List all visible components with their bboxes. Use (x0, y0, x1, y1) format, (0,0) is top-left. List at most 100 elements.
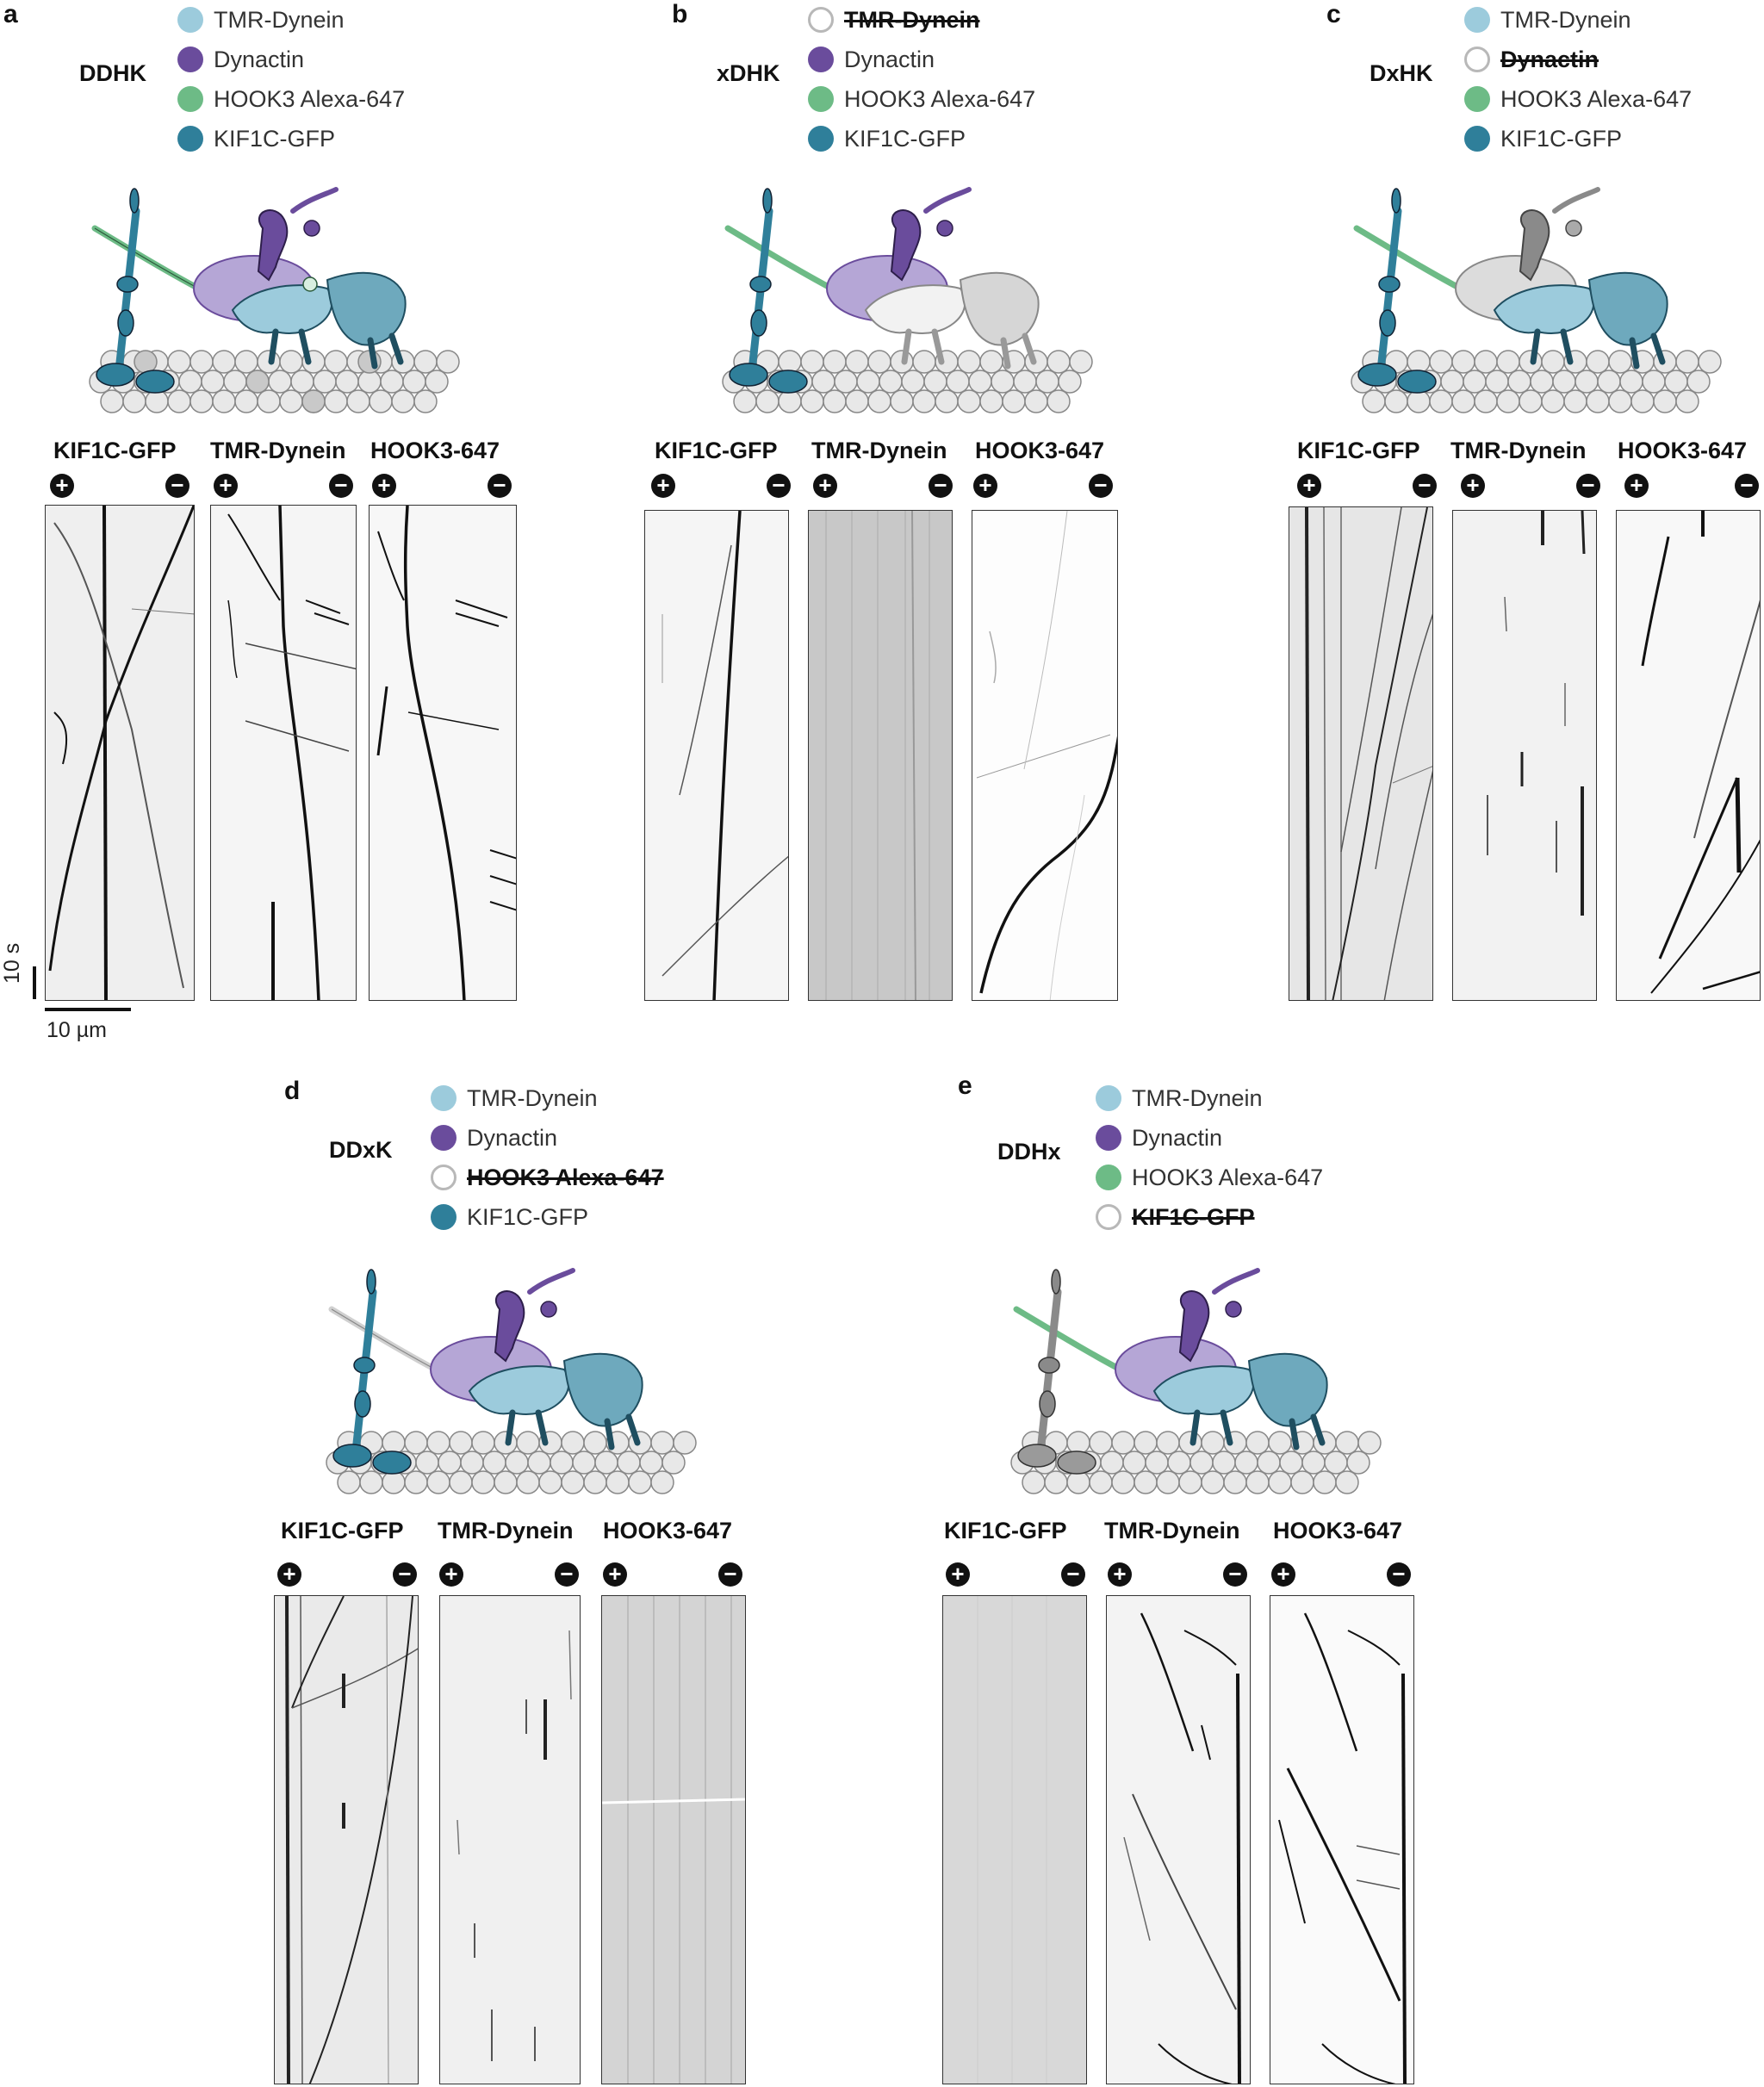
empty-dot-icon (431, 1165, 457, 1190)
channel-title: KIF1C-GFP (281, 1518, 404, 1544)
plus-end-icon: + (1297, 474, 1321, 498)
kymograph-dynein (808, 510, 953, 1001)
channel-title: KIF1C-GFP (944, 1518, 1067, 1544)
legend-label: TMR-Dynein (1500, 6, 1631, 33)
minus-end-icon: − (393, 1562, 417, 1587)
legend-item-dynein: TMR-Dynein (808, 0, 1035, 40)
legend-item-dynein: TMR-Dynein (177, 0, 405, 40)
legend-item-dynein: TMR-Dynein (1464, 0, 1692, 40)
minus-end-icon: − (488, 474, 512, 498)
minus-end-icon: − (1413, 474, 1437, 498)
condition-label: xDHK (717, 60, 780, 86)
panel-letter: c (1326, 0, 1341, 28)
kymograph-kif1c (45, 505, 195, 1001)
legend-item-kif1c: KIF1C-GFP (1096, 1197, 1323, 1237)
panel-letter: a (3, 0, 18, 28)
kymograph-kif1c (1289, 506, 1433, 1001)
kymograph-hook3 (601, 1595, 746, 2084)
complex-schematic-icon (1010, 1268, 1382, 1494)
panel-letter: b (672, 0, 688, 28)
legend-label: Dynactin (844, 46, 935, 72)
channel-title: HOOK3-647 (603, 1518, 733, 1544)
channel-title: TMR-Dynein (438, 1518, 574, 1544)
minus-end-icon: − (165, 474, 189, 498)
minus-end-icon: − (1223, 1562, 1247, 1587)
legend-label: HOOK3 Alexa-647 (1500, 85, 1693, 112)
legend-label: KIF1C-GFP (467, 1203, 589, 1230)
kymograph-kif1c (274, 1595, 419, 2084)
legend-item-dynactin: Dynactin (431, 1118, 664, 1158)
time-scale-bar (33, 966, 36, 999)
plus-end-icon: + (1461, 474, 1485, 498)
hook3-dot-icon (177, 86, 203, 112)
minus-end-icon: − (1576, 474, 1600, 498)
minus-end-icon: − (929, 474, 953, 498)
legend-label: Dynactin (467, 1124, 558, 1151)
legend: TMR-Dynein Dynactin HOOK3 Alexa-647 KIF1… (177, 0, 405, 158)
kymograph-dynein (210, 505, 357, 1001)
kymograph-dynein (1452, 510, 1597, 1001)
channel-title: KIF1C-GFP (655, 438, 778, 463)
legend-label: KIF1C-GFP (1500, 125, 1623, 152)
legend: TMR-Dynein Dynactin HOOK3 Alexa-647 KIF1… (1096, 1078, 1323, 1237)
dynein-dot-icon (1096, 1085, 1121, 1111)
plus-end-icon: + (813, 474, 837, 498)
legend-item-kif1c: KIF1C-GFP (177, 119, 405, 158)
condition-label: DDHx (997, 1139, 1061, 1165)
kymograph-kif1c (942, 1595, 1087, 2084)
empty-dot-icon (1096, 1204, 1121, 1230)
condition-label: DDxK (329, 1137, 393, 1163)
kymograph-kif1c (644, 510, 789, 1001)
dynactin-dot-icon (808, 47, 834, 72)
legend-item-hook3: HOOK3 Alexa-647 (1096, 1158, 1323, 1197)
legend-label: KIF1C-GFP (214, 125, 336, 152)
kymograph-hook3 (369, 505, 517, 1001)
kif1c-dot-icon (808, 126, 834, 152)
kymograph-hook3 (1270, 1595, 1414, 2084)
dynein-dot-icon (1464, 7, 1490, 33)
legend-label: HOOK3 Alexa-647 (467, 1164, 664, 1190)
legend-item-hook3: HOOK3 Alexa-647 (808, 79, 1035, 119)
dynein-dot-icon (431, 1085, 457, 1111)
legend-label: TMR-Dynein (214, 6, 345, 33)
channel-title: HOOK3-647 (975, 438, 1105, 463)
dynein-dot-icon (177, 7, 203, 33)
channel-title: HOOK3-647 (1618, 438, 1748, 463)
plus-end-icon: + (1108, 1562, 1132, 1587)
dynactin-dot-icon (1096, 1125, 1121, 1151)
channel-title: TMR-Dynein (1450, 438, 1587, 463)
condition-label: DxHK (1370, 60, 1433, 86)
channel-title: KIF1C-GFP (1297, 438, 1420, 463)
plus-end-icon: + (277, 1562, 301, 1587)
minus-end-icon: − (329, 474, 353, 498)
empty-dot-icon (808, 7, 834, 33)
legend-label: TMR-Dynein (467, 1084, 598, 1111)
space-scale-label: 10 µm (47, 1018, 107, 1042)
kif1c-dot-icon (177, 126, 203, 152)
channel-title: KIF1C-GFP (53, 438, 177, 463)
minus-end-icon: − (718, 1562, 742, 1587)
minus-end-icon: − (555, 1562, 579, 1587)
kymograph-hook3 (972, 510, 1118, 1001)
channel-title: TMR-Dynein (1104, 1518, 1240, 1544)
hook3-dot-icon (1464, 86, 1490, 112)
minus-end-icon: − (1089, 474, 1113, 498)
plus-end-icon: + (372, 474, 396, 498)
space-scale-bar (45, 1008, 131, 1011)
condition-label: DDHK (79, 60, 146, 86)
panel-letter: d (284, 1077, 301, 1105)
complex-schematic-icon (326, 1268, 697, 1494)
legend-item-kif1c: KIF1C-GFP (431, 1197, 664, 1237)
legend-item-kif1c: KIF1C-GFP (808, 119, 1035, 158)
channel-title: TMR-Dynein (210, 438, 346, 463)
legend-item-dynactin: Dynactin (1464, 40, 1692, 79)
kymograph-dynein (439, 1595, 581, 2084)
legend-label: HOOK3 Alexa-647 (214, 85, 406, 112)
minus-end-icon: − (767, 474, 791, 498)
legend-item-dynactin: Dynactin (1096, 1118, 1323, 1158)
plus-end-icon: + (603, 1562, 627, 1587)
legend-label: Dynactin (1500, 46, 1599, 72)
plus-end-icon: + (973, 474, 997, 498)
minus-end-icon: − (1061, 1562, 1085, 1587)
channel-title: HOOK3-647 (1273, 1518, 1403, 1544)
